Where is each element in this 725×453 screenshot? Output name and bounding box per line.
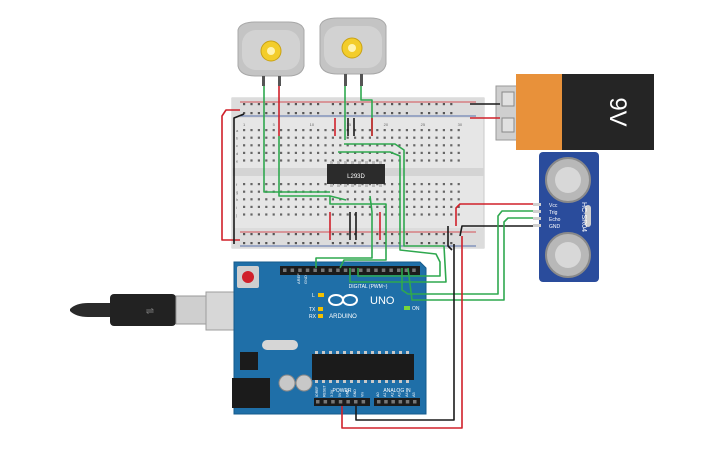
wire-sensor-vcc — [455, 203, 533, 226]
analog-pin-label: A3 — [398, 392, 402, 397]
breadboard-row-label: c — [236, 143, 238, 148]
wire-sensor-trig — [401, 210, 533, 295]
wire-motor1-c — [278, 136, 347, 201]
wire-sensor-echo — [407, 217, 533, 301]
analog-pin-label: A4 — [405, 392, 409, 397]
arduino-brand: ARDUINO — [329, 314, 357, 320]
sensor-pin-echo: Echo — [549, 217, 561, 223]
power-pin-label: RESET — [323, 384, 327, 397]
power-label: POWER — [333, 388, 352, 394]
gnd-label: GND — [303, 275, 308, 284]
power-pin-label: Vin — [361, 392, 365, 397]
wire-ctrl-1 — [338, 151, 441, 277]
sensor-pin-trig: Trig — [549, 210, 558, 216]
breadboard-row-label: b — [236, 136, 239, 141]
arduino-model: UNO — [370, 295, 395, 307]
analog-pin-label: A5 — [412, 392, 416, 397]
wire-power-gnd — [355, 244, 455, 421]
reset-button[interactable] — [242, 271, 254, 283]
on-label: ON — [412, 306, 420, 312]
wire-rail-left-red — [221, 109, 240, 241]
arduino-logo-icon — [328, 294, 358, 306]
rx-label: RX — [309, 314, 317, 320]
battery-label: 9V — [604, 97, 631, 126]
aref-label: AREF — [296, 273, 301, 284]
battery-9v[interactable]: 9V — [495, 74, 654, 150]
chip-label: L293D — [347, 174, 365, 180]
wire-motor1-a — [263, 86, 330, 193]
analog-label: ANALOG IN — [383, 388, 411, 394]
analog-pin-label: A1 — [383, 392, 387, 397]
breadboard-column-label: 1 — [243, 122, 246, 127]
wire-ctrl-2 — [344, 143, 447, 283]
breadboard-row-label: g — [236, 190, 238, 195]
wire-rail-left-black — [233, 113, 245, 244]
wire-bb-gnd — [447, 226, 453, 251]
breadboard-row-label: i — [236, 205, 237, 210]
chip-pins — [330, 161, 382, 187]
breadboard-column-label: 10 — [310, 122, 315, 127]
wire-ctrl-4 — [329, 196, 387, 269]
dc-motor-right[interactable] — [319, 17, 387, 86]
power-pin-label: 3.3V — [330, 389, 334, 397]
wire-ctrl-3 — [315, 195, 373, 268]
wire-sensor-gnd — [459, 225, 533, 237]
l-label: L — [312, 293, 315, 299]
breadboard-row-label: d — [236, 151, 238, 156]
crystal — [262, 340, 298, 350]
atmega-chip — [312, 354, 414, 380]
power-pin-label: GND — [345, 389, 349, 397]
sensor-pin-vcc: Vcc — [549, 203, 558, 209]
digital-label: DIGITAL (PWM~) — [349, 284, 388, 290]
breadboard-row-label: f — [236, 182, 238, 187]
tx-label: TX — [309, 307, 316, 313]
dc-motor-left[interactable] — [237, 21, 305, 86]
power-jack[interactable] — [232, 378, 270, 408]
breadboard-row-label: j — [235, 212, 237, 217]
sensor-label: HC-SR04 — [580, 202, 587, 232]
power-pin-label: GND — [353, 389, 357, 397]
wires — [221, 86, 533, 429]
svg-text:⇌: ⇌ — [146, 306, 154, 317]
breadboard-row-label: a — [236, 128, 239, 133]
breadboard-column-label: 15 — [347, 122, 352, 127]
breadboard-column-label: 5 — [273, 122, 276, 127]
analog-header[interactable] — [374, 398, 420, 406]
breadboard-column-label: 25 — [421, 122, 426, 127]
breadboard-column-label: 20 — [384, 122, 389, 127]
arduino-uno[interactable]: DIGITAL (PWM~) AREF GND L TX RX ARDUINO … — [232, 261, 427, 415]
breadboard-column-label: 30 — [458, 122, 463, 127]
breadboard-row-label: e — [236, 158, 239, 163]
analog-pin-label: A2 — [390, 392, 394, 397]
usb-cable[interactable]: ⇌ — [70, 291, 263, 331]
analog-pin-label: A0 — [376, 392, 380, 397]
ultrasonic-sensor[interactable]: HC-SR04 Vcc Trig Echo GND — [533, 152, 599, 282]
sensor-pin-gnd: GND — [549, 224, 561, 230]
power-pin-label: IOREF — [315, 386, 319, 397]
power-pin-label: 5V — [338, 392, 342, 397]
breadboard-row-label: h — [236, 197, 238, 202]
digital-pin-holes — [283, 268, 416, 272]
wire-power-5v — [341, 236, 463, 429]
l293d-chip[interactable]: L293D — [327, 161, 385, 187]
